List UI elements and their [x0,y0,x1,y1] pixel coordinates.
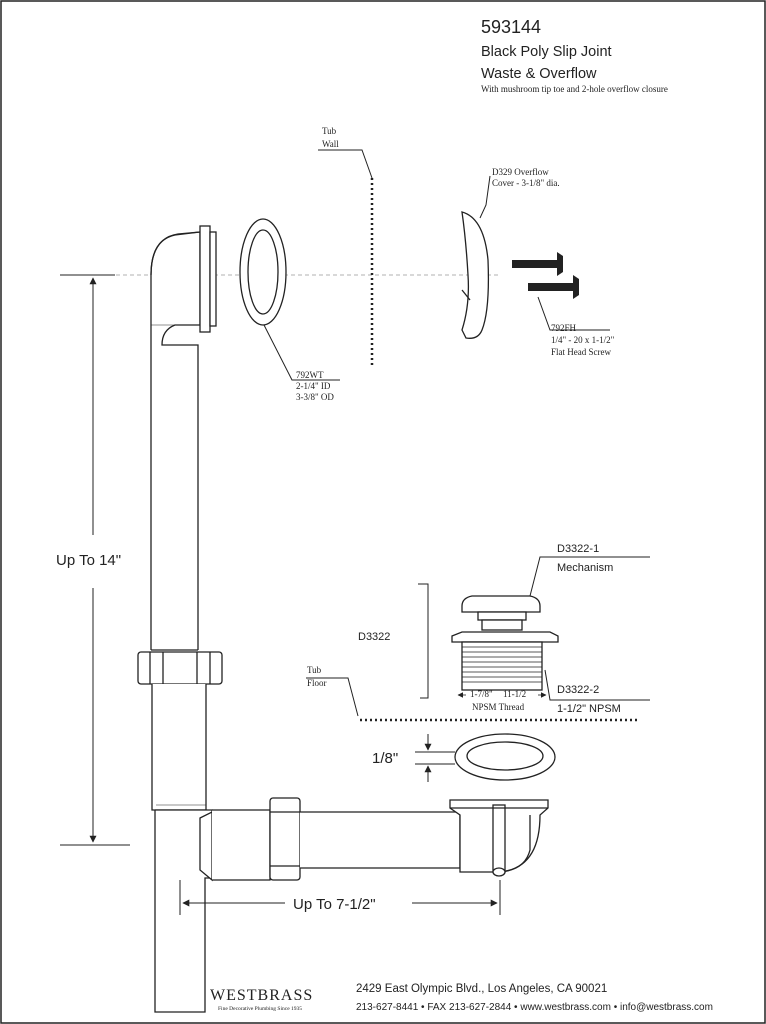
cover-leader [479,175,491,219]
brand-tagline: Fine Decorative Plumbing Since 1935 [218,1006,302,1012]
washer-dimension-label: 1/8" [372,750,398,767]
drain-mechanism [451,595,559,691]
thread-label-2: 1-1/2" NPSM [557,703,621,715]
drain-washer [454,733,556,781]
part-number: 593144 [481,17,541,37]
thread-leader [544,669,650,701]
cover-label-1: D329 Overflow [492,167,549,177]
gasket-leader [263,324,340,381]
screw-leader [537,296,610,331]
title-line-2: Waste & Overflow [481,66,597,82]
thread-dim-a: 1-7/8" [470,689,493,699]
gasket-label-1: 792WT [296,370,324,380]
footer-address: 2429 East Olympic Blvd., Los Angeles, CA… [356,983,607,995]
footer-contact: 213-627-8441 • FAX 213-627-2844 • www.we… [356,1002,713,1013]
mechanism-label-2: Mechanism [557,562,613,574]
title-line-1: Black Poly Slip Joint [481,44,612,60]
mechanism-leader [529,556,650,597]
waste-shoe [449,799,549,877]
thread-label-1: D3322-2 [557,684,599,696]
flat-head-screws [512,252,579,299]
screw-label-3: Flat Head Screw [551,347,611,357]
tub-wall-leader [318,149,373,179]
width-dimension-label: Up To 7-1/2" [293,896,376,913]
subtitle: With mushroom tip toe and 2-hole overflo… [481,84,668,94]
mechanism-label-1: D3322-1 [557,543,599,555]
tub-floor-leader [306,677,359,717]
width-dimension [179,880,501,915]
tub-floor-label-2: Floor [307,678,327,688]
overflow-cover [461,211,490,339]
thread-dim-c: NPSM Thread [472,702,525,712]
cover-label-2: Cover - 3-1/8" dia. [492,178,560,188]
screw-label-2: 1/4" - 20 x 1-1/2" [551,335,615,345]
screw-label-1: 792FH [551,323,577,333]
tub-wall-label-2: Wall [322,139,339,149]
brand-logo: WESTBRASS [210,987,313,1004]
washer-dimension [415,734,455,782]
gasket-label-2: 2-1/4" ID [296,381,331,391]
footer: WESTBRASS Fine Decorative Plumbing Since… [210,983,713,1013]
drain-body-label: D3322 [358,631,390,643]
height-dimension [60,274,130,846]
height-dimension-label: Up To 14" [56,552,121,569]
tee-assembly [137,651,461,1013]
thread-dim-b: 11-1/2 [503,689,526,699]
title-block: 593144 Black Poly Slip Joint Waste & Ove… [481,17,668,94]
overflow-gasket [239,218,287,326]
tub-wall-label-1: Tub [322,126,337,136]
drain-body-bracket [418,583,429,699]
gasket-label-3: 3-3/8" OD [296,392,334,402]
overflow-pipe [150,225,217,651]
tub-floor-label-1: Tub [307,665,322,675]
